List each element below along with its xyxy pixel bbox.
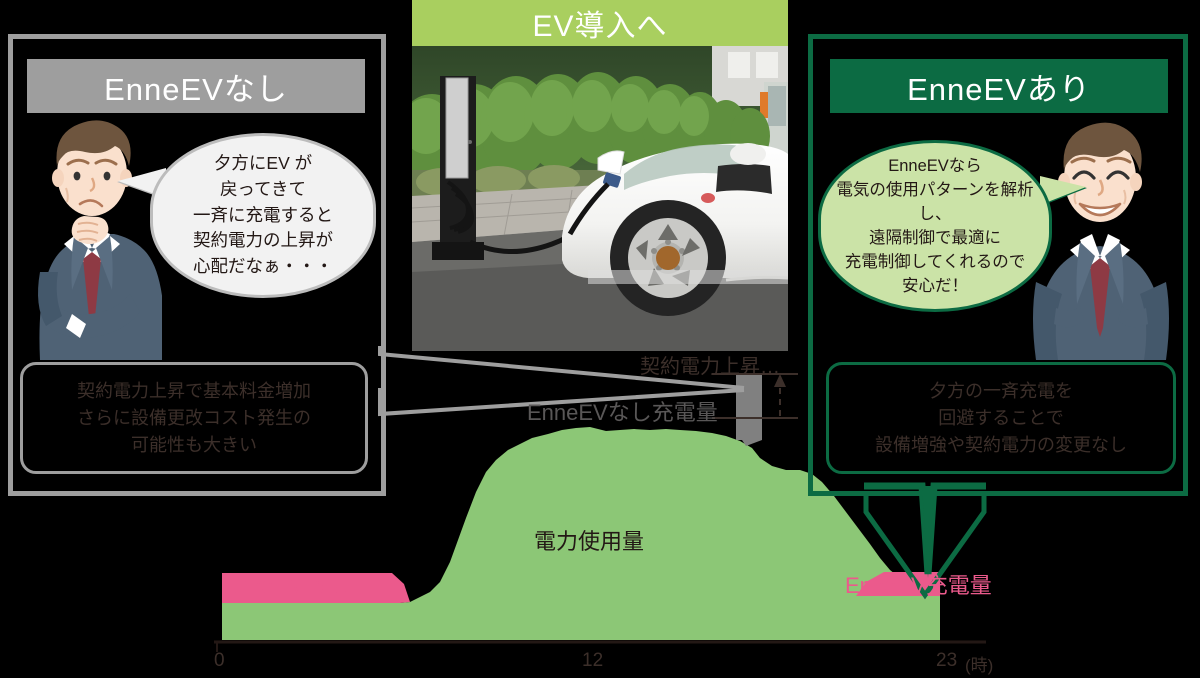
ennev-charge-label-right: EnneEV充電量: [845, 573, 992, 598]
panel-with-ennev: [808, 34, 1188, 496]
info-line: 夕方の一斉充電を: [929, 380, 1073, 401]
no-ennev-charge-label: EnneEVなし充電量: [527, 400, 718, 425]
bubble-line: 遠隔制御で最適に: [869, 229, 1001, 247]
info-line: 可能性も大きい: [131, 434, 257, 455]
with-ennev-info-box: 夕方の一斉充電を 回避することで 設備増強や契約電力の変更なし: [826, 362, 1176, 474]
x-tick-23: 23: [936, 650, 958, 671]
x-axis-unit: (時): [965, 656, 994, 675]
right-box-connector-arrow: [863, 494, 987, 600]
bubble-line: 安心だ！: [902, 277, 968, 296]
bubble-line: 夕方にEV が: [213, 153, 313, 174]
center-header: EV導入へ: [412, 0, 788, 46]
bubble-line: 充電制御してくれるので: [844, 253, 1026, 272]
contract-rise-label: 契約電力上昇…: [640, 356, 780, 378]
info-line: 契約電力上昇で基本料金増加: [77, 380, 311, 401]
bubble-line: EnneEVなら: [888, 156, 982, 175]
bubble-line: 一斉に充電すると: [193, 204, 333, 225]
bubble-line: 電気の使用パターンを解析し、: [836, 180, 1034, 223]
ennev-charge-label-left: EnneEV充電量: [222, 573, 369, 598]
ev-charging-photo-illustration: [412, 46, 788, 351]
confident-speech-bubble: EnneEVなら 電気の使用パターンを解析し、 遠隔制御で最適に 充電制御してく…: [818, 140, 1052, 312]
bubble-line: 戻ってきて: [219, 178, 307, 199]
worried-speech-bubble: 夕方にEV が 戻ってきて 一斉に充電すると 契約電力の上昇が 心配だなぁ・・・: [150, 133, 376, 298]
no-ennev-charge-spike-stem: [736, 374, 762, 440]
contract-rise-arrow-head: [774, 374, 786, 387]
ennev-charge-bar-left: [222, 573, 410, 603]
power-usage-area: [222, 427, 940, 640]
info-line: 回避することで: [938, 407, 1064, 428]
bubble-line: 心配だなぁ・・・: [193, 256, 333, 277]
info-line: さらに設備更改コスト発生の: [77, 407, 311, 428]
panel-with-ennev-header: EnneEVあり: [830, 59, 1168, 113]
info-line: 設備増強や契約電力の変更なし: [875, 434, 1127, 455]
x-tick-0: 0: [214, 650, 225, 671]
bubble-line: 契約電力の上昇が: [193, 230, 333, 251]
panel-without-ennev-header: EnneEVなし: [27, 59, 365, 113]
power-usage-label: 電力使用量: [534, 529, 645, 554]
x-tick-12: 12: [582, 650, 604, 671]
ev-charging-photo: [412, 46, 788, 351]
power-usage-chart: [214, 373, 987, 652]
without-ennev-info-box: 契約電力上昇で基本料金増加 さらに設備更改コスト発生の 可能性も大きい: [20, 362, 368, 474]
left-box-to-spike-connector: [378, 346, 745, 417]
panel-without-ennev: [8, 34, 386, 496]
worried-businessman-illustration: [38, 120, 162, 360]
right-box-to-bar-arrow: [864, 482, 986, 578]
